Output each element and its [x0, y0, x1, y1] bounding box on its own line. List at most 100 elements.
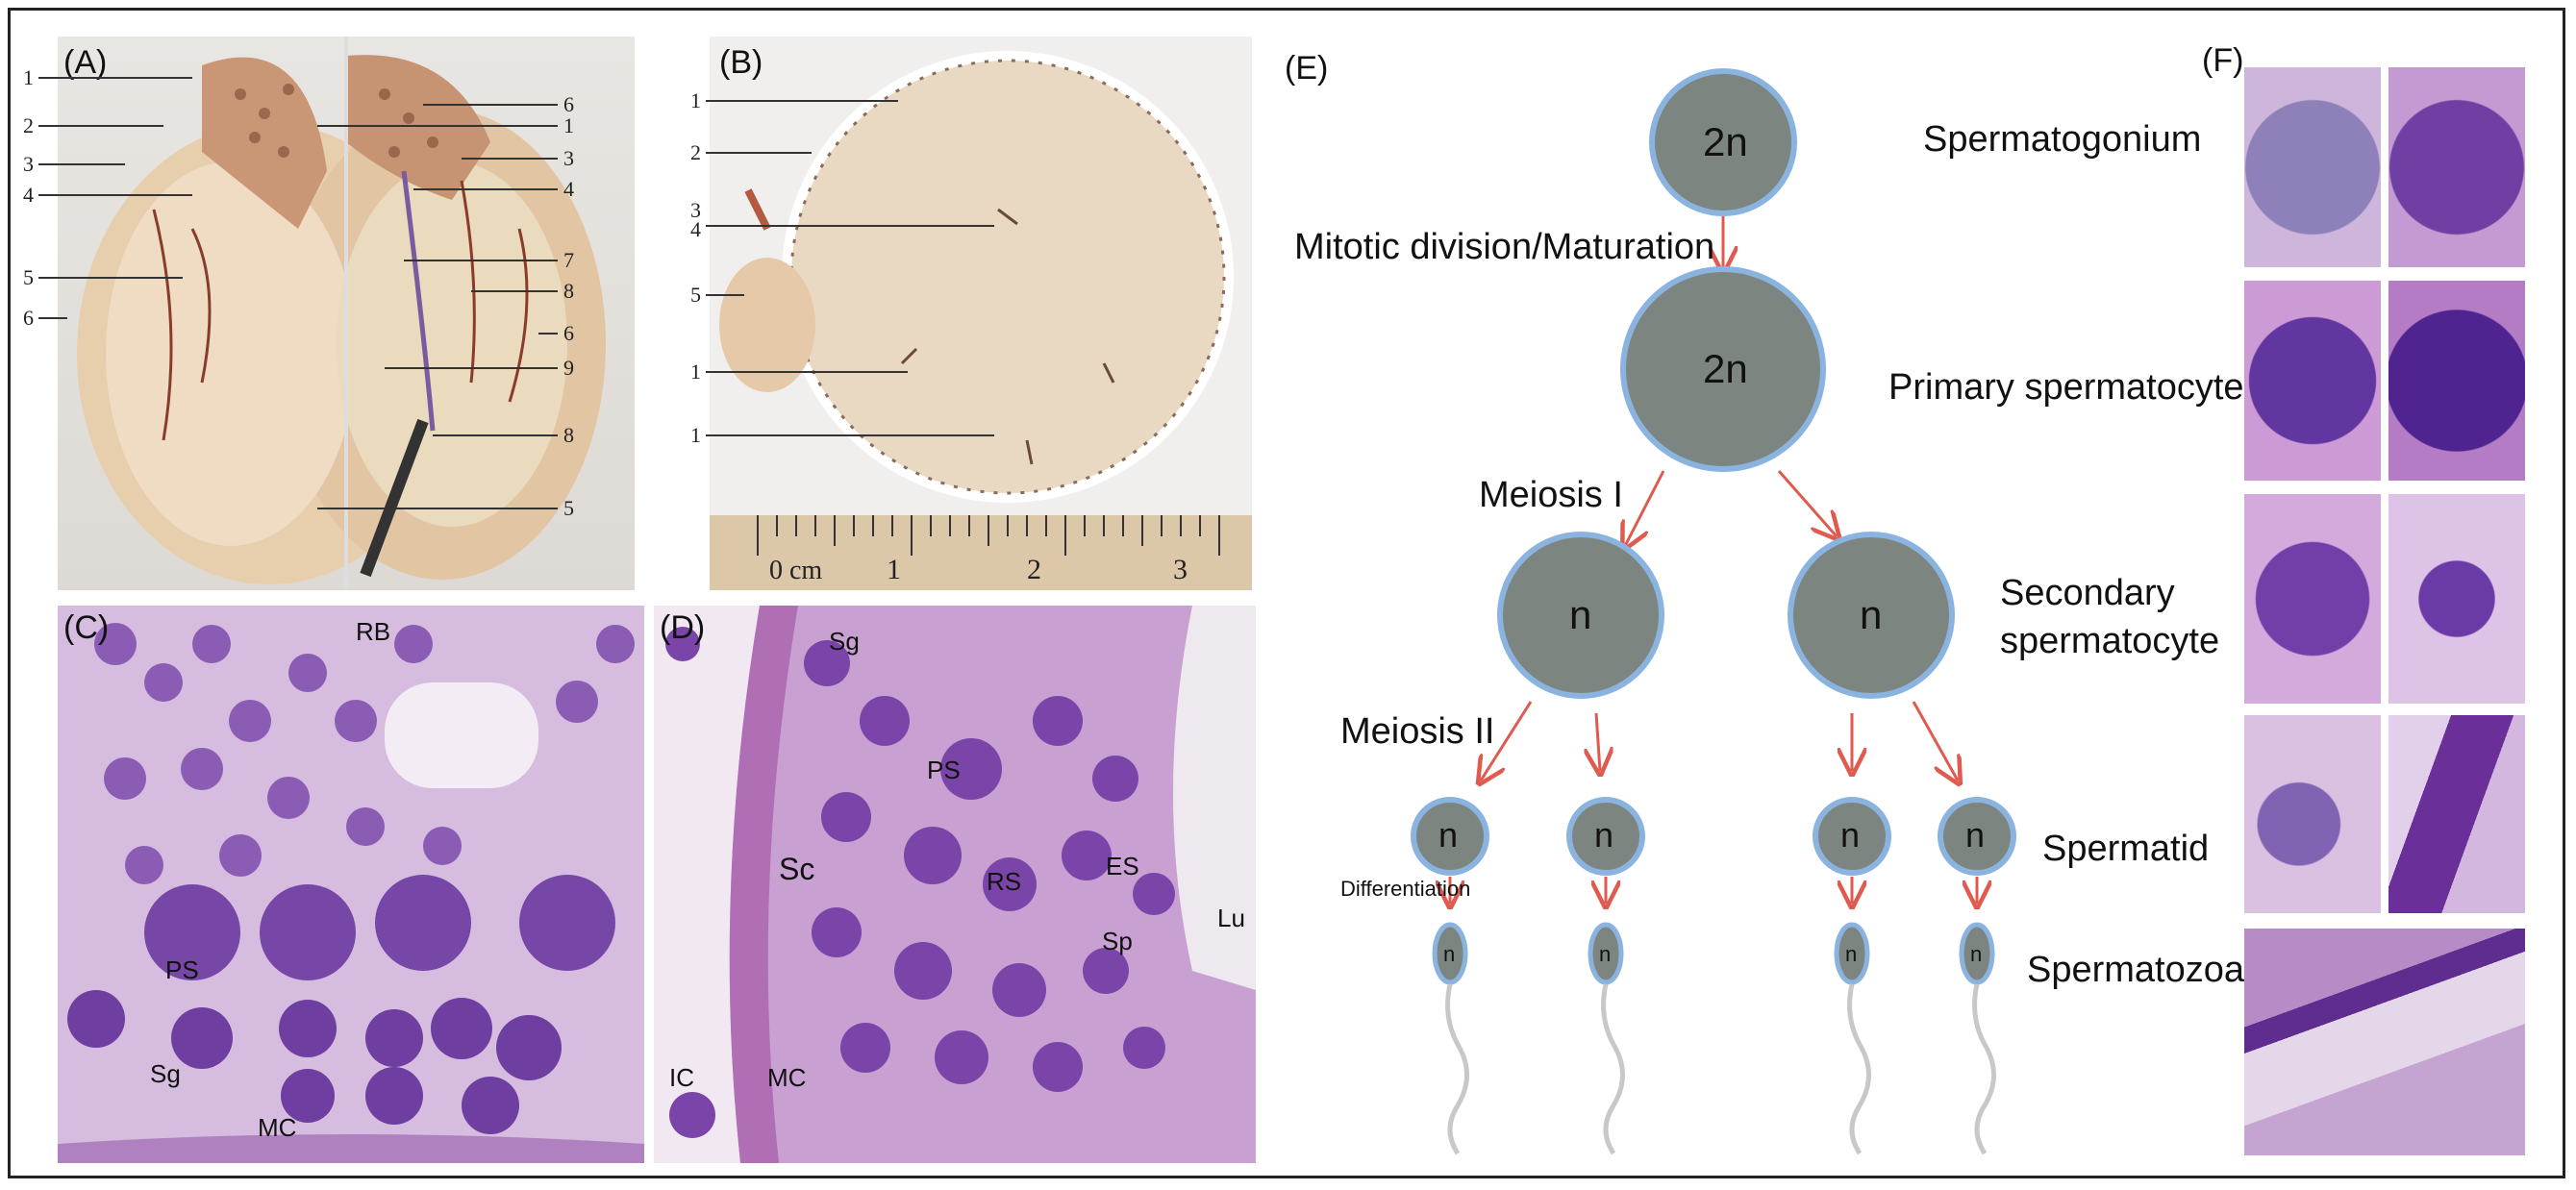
a-num-right-9: 8 — [563, 423, 574, 447]
cell-primary-spermatocyte — [1620, 266, 1826, 472]
panel-c-histology: (C) RB PS Sg MC — [58, 606, 644, 1163]
f-spermatogonium-1 — [2244, 67, 2381, 267]
panel-e-label: (E) — [1285, 50, 1329, 87]
a-num-left-1: 1 — [23, 65, 34, 89]
testis-illustration — [77, 37, 606, 590]
ploidy-secondary-left: n — [1569, 592, 1592, 637]
b-num-3: 3 — [690, 198, 701, 222]
a-lead-right-4 — [413, 188, 558, 190]
a-num-left-4: 4 — [23, 183, 34, 207]
b-num-2: 2 — [690, 140, 701, 164]
a-num-left-5: 5 — [23, 265, 34, 289]
a-num-right-8: 9 — [563, 356, 574, 380]
a-num-right-7: 6 — [563, 321, 574, 345]
ploidy-spermatid-2: n — [1594, 815, 1614, 855]
stage-secondary-1: Secondary — [2000, 573, 2175, 613]
ploidy-spermatid-4: n — [1965, 815, 1986, 855]
a-num-right-4: 4 — [563, 177, 574, 201]
a-num-right-10: 5 — [563, 496, 574, 520]
cell-sperm-3 — [1834, 922, 1870, 985]
cell-sperm-4 — [1959, 922, 1995, 985]
stage-primary: Primary spermatocyte — [1888, 367, 2244, 408]
ruler-label-1: 1 — [887, 554, 901, 585]
stage-secondary-2: spermatocyte — [2000, 621, 2220, 661]
f-primary-2 — [2388, 281, 2525, 481]
a-num-right-1: 6 — [563, 92, 574, 116]
d-label-sc: Sc — [779, 852, 815, 886]
b-lead-7 — [706, 434, 994, 436]
panel-a-label: (A) — [63, 44, 108, 81]
ploidy-primary: 2n — [1703, 346, 1748, 391]
arrow-meiosis2-2 — [1596, 712, 1600, 771]
f-primary-1 — [2244, 281, 2381, 481]
d-label-es: ES — [1106, 852, 1139, 880]
sperm-tail-2 — [1601, 983, 1626, 1155]
b-lead-1 — [706, 100, 898, 102]
f-spermatozoa — [2244, 929, 2525, 1155]
ploidy-sperm-2: n — [1599, 942, 1612, 966]
step-meiosis2: Meiosis II — [1340, 711, 1495, 752]
b-lead-6 — [706, 371, 908, 373]
panel-c-label: (C) — [63, 609, 110, 646]
a-num-left-6: 6 — [23, 306, 34, 330]
f-spermatid-2 — [2388, 715, 2525, 913]
a-lead-left-6 — [38, 317, 67, 319]
c-label-rb: RB — [356, 617, 391, 646]
d-label-sg: Sg — [829, 627, 860, 656]
d-label-lu: Lu — [1217, 904, 1245, 932]
panel-d-histology: (D) Sg PS Sc RS ES Sp Lu IC MC — [654, 606, 1256, 1163]
arrow-meiosis1-right — [1777, 470, 1837, 536]
a-lead-right-5 — [404, 260, 558, 261]
c-label-sg: Sg — [150, 1059, 181, 1088]
f-secondary-2 — [2388, 494, 2525, 704]
cell-spermatogonium — [1649, 68, 1797, 216]
c-label-ps: PS — [165, 955, 199, 984]
ploidy-sperm-1: n — [1443, 942, 1456, 966]
a-lead-left-1 — [38, 77, 192, 79]
figure-frame — [8, 8, 2565, 1178]
cell-secondary-left — [1497, 532, 1664, 699]
panel-a-photo: (A) — [58, 37, 635, 590]
histology-c-illustration — [58, 606, 644, 1163]
ploidy-spermatid-1: n — [1438, 815, 1459, 855]
f-spermatid-1 — [2244, 715, 2381, 913]
a-lead-right-6 — [471, 290, 558, 292]
cell-spermatid-3 — [1813, 797, 1891, 876]
sperm-tail-1 — [1445, 983, 1470, 1155]
step-meiosis1: Meiosis I — [1479, 475, 1623, 515]
cell-spermatid-2 — [1566, 797, 1645, 876]
ploidy-sperm-4: n — [1970, 942, 1983, 966]
cell-secondary-right — [1788, 532, 1955, 699]
ploidy-spermatogonium: 2n — [1703, 119, 1748, 164]
c-label-mc: MC — [258, 1113, 297, 1142]
cell-spermatid-4 — [1938, 797, 2016, 876]
a-lead-right-2 — [317, 125, 558, 127]
stage-spermatozoa: Spermatozoa — [2027, 950, 2245, 990]
panel-f-label: (F) — [2202, 42, 2244, 79]
a-lead-right-3 — [462, 158, 558, 160]
ruler-label-2: 2 — [1027, 554, 1041, 585]
sperm-tail-3 — [1847, 983, 1872, 1155]
a-lead-left-2 — [38, 125, 163, 127]
b-num-6: 1 — [690, 359, 701, 384]
d-label-rs: RS — [987, 867, 1022, 896]
cell-sperm-1 — [1432, 922, 1468, 985]
stage-spermatogonium: Spermatogonium — [1923, 119, 2202, 160]
a-num-right-5: 7 — [563, 248, 574, 272]
a-num-right-2: 1 — [563, 113, 574, 137]
ruler-label-3: 3 — [1173, 554, 1188, 585]
d-label-ps: PS — [927, 756, 961, 784]
a-lead-left-4 — [38, 194, 192, 196]
arrow-meiosis2-4 — [1912, 701, 1958, 781]
sperm-tail-4 — [1972, 983, 1997, 1155]
b-lead-5 — [706, 294, 744, 296]
step-differentiation: Differentiation — [1340, 877, 1471, 901]
arrow-meiosis2-1 — [1481, 701, 1533, 781]
cross-section-illustration — [710, 51, 1252, 590]
f-spermatogonium-2 — [2388, 67, 2525, 267]
a-lead-right-9 — [433, 434, 558, 436]
a-num-left-3: 3 — [23, 152, 34, 176]
b-lead-2 — [706, 152, 812, 154]
arrow-meiosis1-left — [1625, 470, 1665, 546]
